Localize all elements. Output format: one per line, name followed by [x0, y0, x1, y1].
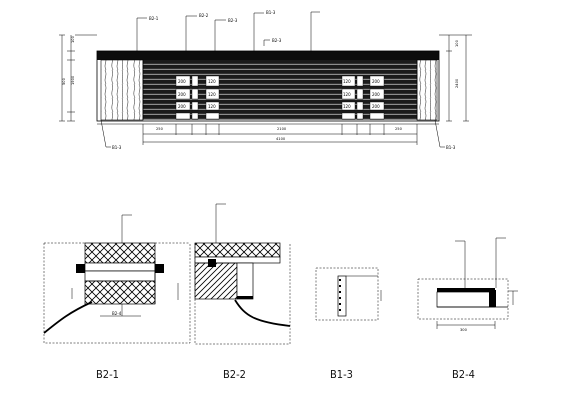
- dim-total: 4100: [276, 137, 286, 141]
- callout-b2-3: B2-3: [228, 18, 238, 23]
- dim-left-2: 1900: [71, 75, 75, 85]
- elevation-frame: [96, 50, 440, 122]
- dim-right-1: 100: [455, 39, 459, 47]
- detail-b2-1-inner-label: B2-4: [112, 311, 122, 316]
- callout-b2-2: B2-2: [199, 13, 209, 18]
- dim-bottom-1: 250: [156, 127, 164, 131]
- detail-b2-4-note-left: [446, 236, 447, 241]
- svg-text:200: 200: [178, 79, 186, 84]
- detail-b2-1: B2-4 B2-1: [43, 212, 191, 381]
- svg-text:120: 120: [343, 92, 351, 97]
- svg-text:200: 200: [372, 92, 380, 97]
- callout-finish-note: [322, 9, 323, 14]
- caption-b2-1: B2-1: [96, 368, 119, 381]
- elevation-view: 200 120 200 120 200 120 120 200 120 200 120 20…: [59, 9, 472, 150]
- right-cell-grid: [341, 75, 385, 120]
- right-wood-panel: [416, 59, 438, 121]
- bottom-dim-row: 250 2100 250 4100: [156, 127, 403, 141]
- dim-bottom-2: 2100: [277, 127, 287, 131]
- detail-b2-2: B2-2: [194, 201, 291, 381]
- callout-bottom-left: B1-3: [112, 145, 122, 150]
- svg-text:200: 200: [372, 79, 380, 84]
- svg-text:120: 120: [208, 104, 216, 109]
- svg-text:200: 200: [178, 92, 186, 97]
- caption-b1-3: B1-3: [330, 368, 353, 381]
- top-band: [97, 51, 439, 60]
- callout-bottom-right: B1-3: [446, 145, 456, 150]
- detail-b2-4: 300 B2-4: [417, 235, 518, 381]
- svg-text:120: 120: [343, 104, 351, 109]
- svg-text:120: 120: [208, 92, 216, 97]
- left-cell-grid: [175, 75, 220, 120]
- detail-b2-1-note: [133, 212, 134, 217]
- caption-b2-4: B2-4: [452, 368, 475, 381]
- dim-right-2: 2400: [455, 78, 459, 88]
- svg-text:120: 120: [343, 79, 351, 84]
- callout-b1-3: B1-3: [266, 10, 276, 15]
- callout-b2-1: B2-1: [149, 16, 159, 21]
- dim-left-3: 500: [62, 77, 66, 85]
- detail-b1-3: B1-3: [315, 267, 382, 381]
- svg-text:120: 120: [208, 79, 216, 84]
- dim-bottom-3: 250: [395, 127, 403, 131]
- svg-text:200: 200: [372, 104, 380, 109]
- caption-b2-2: B2-2: [223, 368, 246, 381]
- detail-b2-4-note-right: [507, 235, 508, 240]
- left-wood-panel: [100, 59, 144, 121]
- detail-b2-4-dim: 300: [460, 328, 468, 332]
- dim-left-1: 100: [71, 35, 75, 43]
- svg-text:200: 200: [178, 104, 186, 109]
- detail-b2-2-note: [227, 201, 228, 206]
- top-note: B2-3: [272, 38, 282, 43]
